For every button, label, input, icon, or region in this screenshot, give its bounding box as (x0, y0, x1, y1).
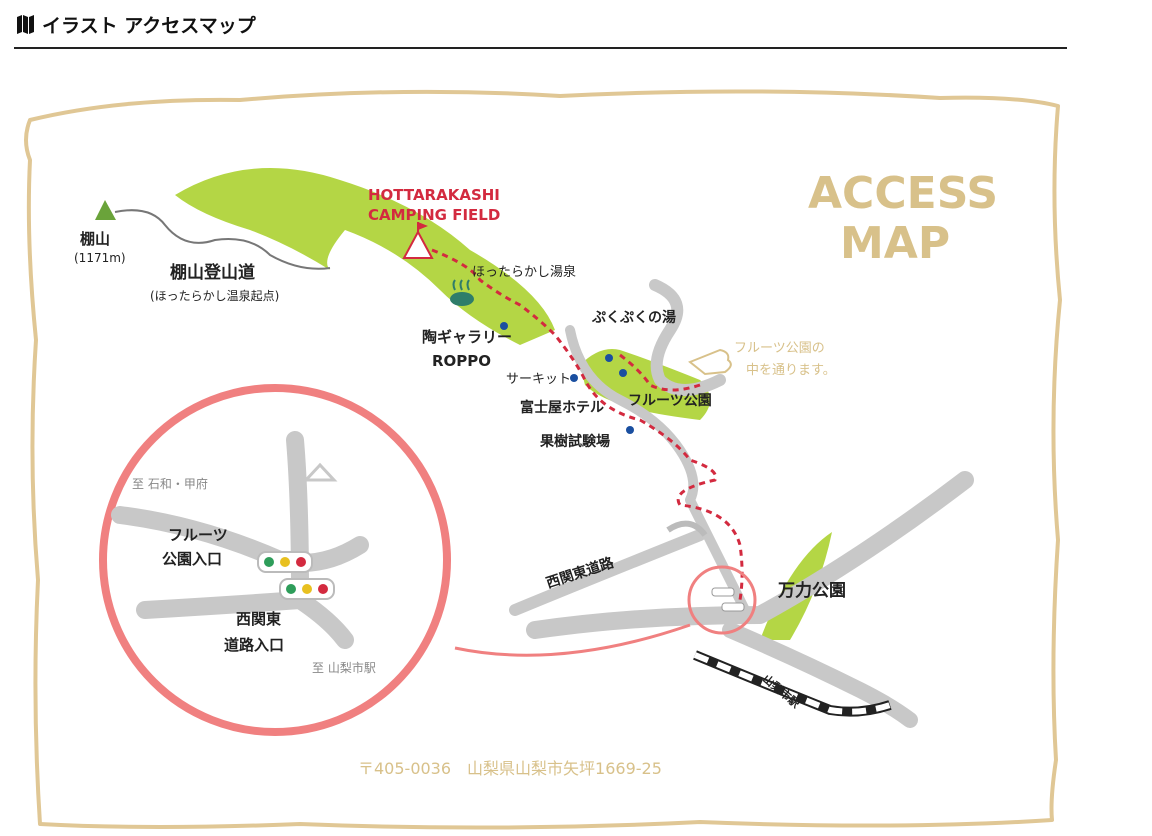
gallery-pin (500, 322, 508, 330)
camp-name-line1: HOTTARAKASHI (368, 186, 500, 204)
traffic-light-upper (257, 551, 313, 573)
circuit-pin (570, 374, 578, 382)
camp-name-line2: CAMPING FIELD (368, 206, 500, 224)
onsen-icon (450, 279, 474, 306)
circuit-label: サーキット (506, 372, 571, 387)
fruit-park-area (580, 349, 710, 420)
inset-connector (454, 623, 691, 657)
traffic-light-lower (279, 578, 335, 600)
inset-circle (99, 384, 451, 736)
gallery-label-line1: 陶ギャラリー (422, 328, 512, 346)
map-icon (16, 13, 36, 39)
pukupuku-pin (605, 354, 613, 362)
onsen-label: ほったらかし湯泉 (472, 264, 576, 280)
access-map-title-line2: MAP (840, 218, 950, 269)
page-title: イラスト アクセスマップ (42, 15, 256, 37)
trail-note: (ほったらかし温泉起点) (150, 289, 279, 303)
inset-dir-bottom: 至 山梨市駅 (312, 660, 376, 675)
junction-highlight (687, 565, 757, 635)
route-path (431, 248, 744, 611)
mountain-name: 棚山 (80, 230, 110, 248)
access-map-title-line1: ACCESS (808, 168, 998, 219)
gallery-label-line2: ROPPO (432, 352, 491, 370)
inset-fruit-entrance-line2: 公園入口 (162, 550, 222, 568)
parchment-border (24, 89, 1062, 830)
hotel-label: 富士屋ホテル (520, 399, 604, 416)
fruit-note-line2: 中を通ります。 (746, 363, 836, 378)
address: 〒405-0036 山梨県山梨市矢坪1669-25 (358, 759, 662, 778)
inset-road-entrance-line1: 西関東 (236, 610, 281, 628)
orchard-label: 果樹試験場 (539, 433, 610, 450)
tent-icon (402, 222, 434, 259)
orchard-pin (626, 426, 634, 434)
section-header: イラスト アクセスマップ (14, 10, 1067, 49)
pukupuku-label: ぷくぷくの湯 (591, 309, 676, 326)
arrow-up-icon (302, 462, 338, 482)
mountain-trail (114, 209, 331, 270)
inset-road-entrance-line2: 道路入口 (224, 636, 284, 654)
fruit-park-label: フルーツ公園 (628, 393, 712, 409)
inset-dir-top: 至 石和・甲府 (132, 476, 208, 491)
pointing-hand-icon (688, 348, 732, 376)
inset-fruit-entrance-line1: フルーツ (168, 526, 228, 544)
mountain-height: (1171m) (74, 251, 126, 265)
mountain-icon (95, 200, 116, 220)
trail-name: 棚山登山道 (170, 262, 255, 283)
fruit-note-line1: フルーツ公園の (734, 341, 825, 356)
hotel-pin (619, 369, 627, 377)
mangetsu-park-label: 万力公園 (777, 580, 846, 601)
